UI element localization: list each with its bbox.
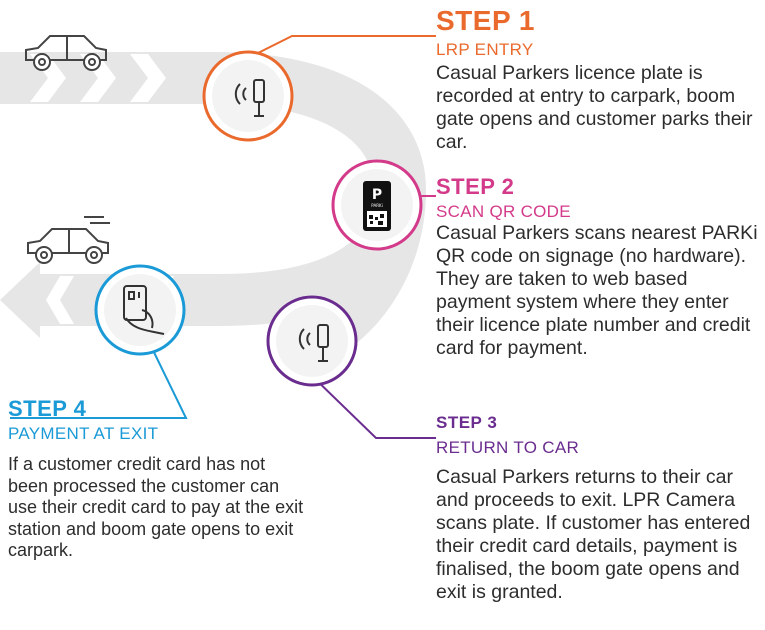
step1-text-block: STEP 1 LRP ENTRY Casual Parkers licence … (436, 4, 756, 154)
card-in-hand-icon (123, 285, 165, 335)
step4-circle (94, 264, 186, 356)
step2-body: Casual Parkers scans nearest PARKi QR co… (436, 222, 758, 359)
step3-title: STEP 3 (436, 413, 498, 432)
step4-title: STEP 4 (8, 396, 87, 421)
step4-text-block: STEP 4 PAYMENT AT EXIT If a customer cre… (8, 396, 308, 562)
step2-subtitle: SCAN QR CODE (436, 202, 571, 221)
step4-subtitle: PAYMENT AT EXIT (8, 424, 159, 443)
step1-circle (202, 50, 294, 142)
sign-logo-text: PARKi (371, 203, 382, 208)
connector-step4 (10, 339, 188, 419)
step1-subtitle: LRP ENTRY (436, 40, 534, 59)
lpr-camera-icon (234, 79, 265, 117)
step3-text-block: STEP 3 RETURN TO CAR Casual Parkers retu… (436, 412, 765, 604)
svg-text:P: P (372, 187, 382, 203)
step2-circle: P PARKi (331, 159, 423, 251)
car-entry-icon (25, 35, 107, 71)
step2-text-block: STEP 2 SCAN QR CODE Casual Parkers scans… (436, 174, 762, 360)
step2-title: STEP 2 (436, 174, 515, 199)
step1-body: Casual Parkers licence plate is recorded… (436, 62, 753, 153)
step3-circle (266, 295, 358, 387)
exit-arrow (0, 262, 40, 338)
car-exit-icon (27, 216, 110, 264)
step1-title: STEP 1 (436, 5, 535, 36)
connector-step3 (307, 371, 436, 439)
step3-body: Casual Parkers returns to their car and … (436, 466, 751, 603)
step3-subtitle: RETURN TO CAR (436, 438, 580, 457)
connector-step1 (247, 35, 436, 59)
lpr-camera-icon (298, 324, 329, 362)
step4-body: If a customer credit card has not been p… (8, 454, 304, 561)
parki-qr-sign-icon: P PARKi (363, 181, 391, 231)
